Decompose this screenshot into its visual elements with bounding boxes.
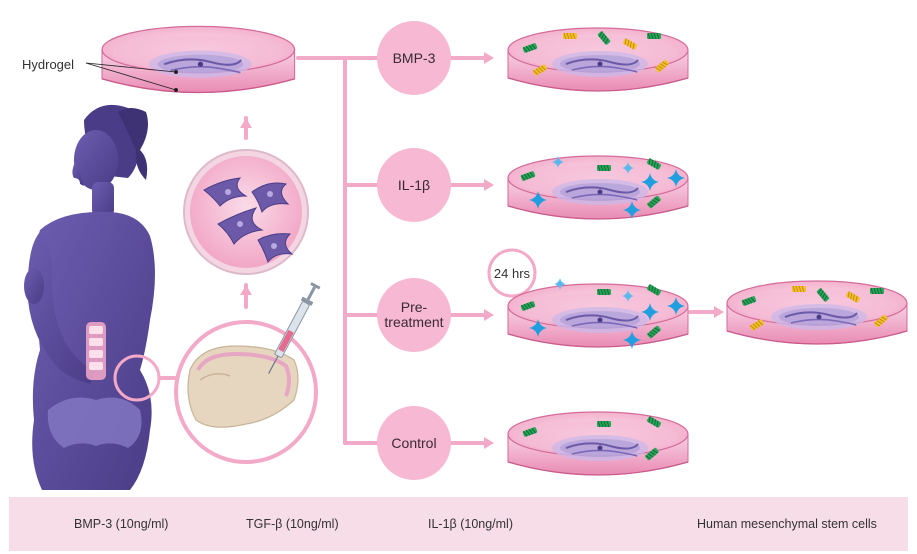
result-dish-bmp3	[508, 28, 688, 91]
hours-label: 24 hrs	[487, 262, 537, 284]
result-dish-pretreatment	[508, 278, 688, 349]
legend-label-tgf-beta: TGF-β (10ng/ml)	[246, 517, 339, 531]
treatment-label-pretreatment: Pre- treatment	[377, 278, 451, 352]
treatment-label-bmp3: BMP-3	[377, 21, 451, 95]
result-dish-control	[508, 412, 688, 475]
patient-figure	[24, 105, 155, 490]
treatment-label-pretreatment-text: Pre- treatment	[384, 300, 443, 330]
legend-panel: BMP-3 (10ng/ml) TGF-β (10ng/ml) IL-1β (1…	[9, 497, 908, 551]
treatment-label-il1b: IL-1β	[377, 148, 451, 222]
legend-label-stem-cells: Human mesenchymal stem cells	[697, 517, 877, 531]
treatment-label-control: Control	[377, 406, 451, 480]
legend-label-bmp3: BMP-3 (10ng/ml)	[74, 517, 168, 531]
treatment-label-control-text: Control	[391, 436, 436, 451]
disc-injection-circle	[176, 282, 321, 462]
cell-culture-circle	[184, 150, 308, 274]
legend-label-il1b: IL-1β (10ng/ml)	[428, 517, 513, 531]
source-hydrogel-dish	[102, 26, 295, 92]
result-dish-il1b	[508, 156, 688, 219]
result-dish-post-pretreatment	[727, 281, 907, 344]
treatment-label-il1b-text: IL-1β	[398, 178, 430, 193]
hydrogel-label: Hydrogel	[22, 57, 74, 72]
treatment-label-bmp3-text: BMP-3	[393, 51, 436, 66]
